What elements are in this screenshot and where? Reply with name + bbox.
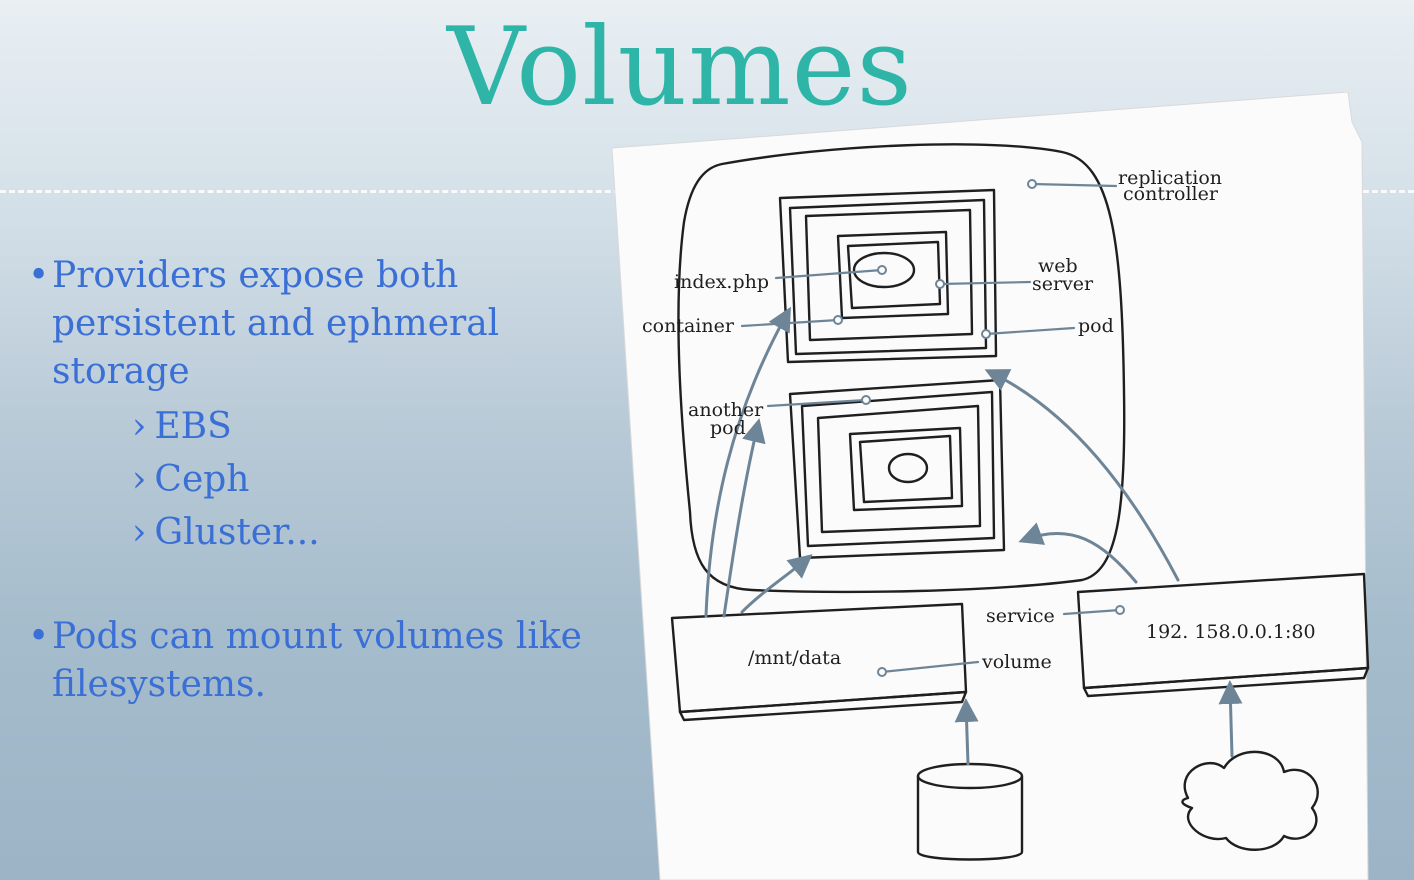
bullet-text: Pods can mount volumes like filesystems. xyxy=(52,616,582,705)
replication-controller-label: controller xyxy=(1123,183,1219,205)
sub-bullet-item: ›Ceph xyxy=(132,453,588,506)
sub-bullet-text: Ceph xyxy=(154,459,250,500)
pod-label: pod xyxy=(1078,315,1114,337)
service-label: service xyxy=(986,605,1055,627)
arrow-line xyxy=(704,306,791,618)
container-shape xyxy=(804,208,974,342)
arrow-line xyxy=(954,698,979,766)
replication-controller-shape xyxy=(677,143,1126,594)
index-php-label: index.php xyxy=(674,271,769,293)
sub-bullet-item: ›EBS xyxy=(132,400,588,453)
arrow-line xyxy=(722,418,766,618)
internet-cloud-icon xyxy=(1181,750,1319,851)
volume-label: volume xyxy=(981,651,1052,673)
sub-bullet-text: Gluster... xyxy=(154,512,320,553)
arrow-line xyxy=(1018,522,1138,584)
web-server-label: web xyxy=(1038,255,1078,277)
bullet-item: • Providers expose both persistent and e… xyxy=(28,252,588,396)
replication-controller-label: replication xyxy=(1118,167,1222,189)
kubernetes-volume-diagram: replication controller index.php web ser… xyxy=(612,92,1370,880)
bullet-item: • Pods can mount volumes like filesystem… xyxy=(28,613,588,709)
chevron-right-icon: › xyxy=(132,459,147,500)
slide-title: Volumes xyxy=(447,5,913,130)
another-pod-shape xyxy=(788,378,1006,560)
bullet-text: Providers expose both persistent and eph… xyxy=(52,255,500,392)
sub-bullet-item: ›Gluster... xyxy=(132,506,588,559)
arrow-line xyxy=(1218,680,1243,758)
bullet-list: • Providers expose both persistent and e… xyxy=(28,252,588,709)
another-pod-label: another xyxy=(688,399,764,421)
chevron-right-icon: › xyxy=(132,512,147,553)
mnt-data-label: /mnt/data xyxy=(748,647,841,669)
ip-address-label: 192. 158.0.0.1:80 xyxy=(1146,621,1316,643)
bullet-dot-icon: • xyxy=(28,255,50,296)
another-pod-label: pod xyxy=(710,417,746,439)
diagram-paper: replication controller index.php web ser… xyxy=(612,92,1414,880)
sub-bullet-text: EBS xyxy=(154,406,232,447)
container-label: container xyxy=(642,315,735,337)
index-php-file-shape xyxy=(852,251,916,289)
storage-cylinder-icon xyxy=(916,774,1024,861)
arrow-line xyxy=(740,554,813,614)
sub-bullet-list: ›EBS ›Ceph ›Gluster... xyxy=(132,400,588,559)
bullet-dot-icon: • xyxy=(28,616,50,657)
chevron-right-icon: › xyxy=(132,406,147,447)
web-server-label: server xyxy=(1032,273,1094,295)
paper-sheet xyxy=(612,92,1369,880)
arrow-line xyxy=(984,369,1180,582)
